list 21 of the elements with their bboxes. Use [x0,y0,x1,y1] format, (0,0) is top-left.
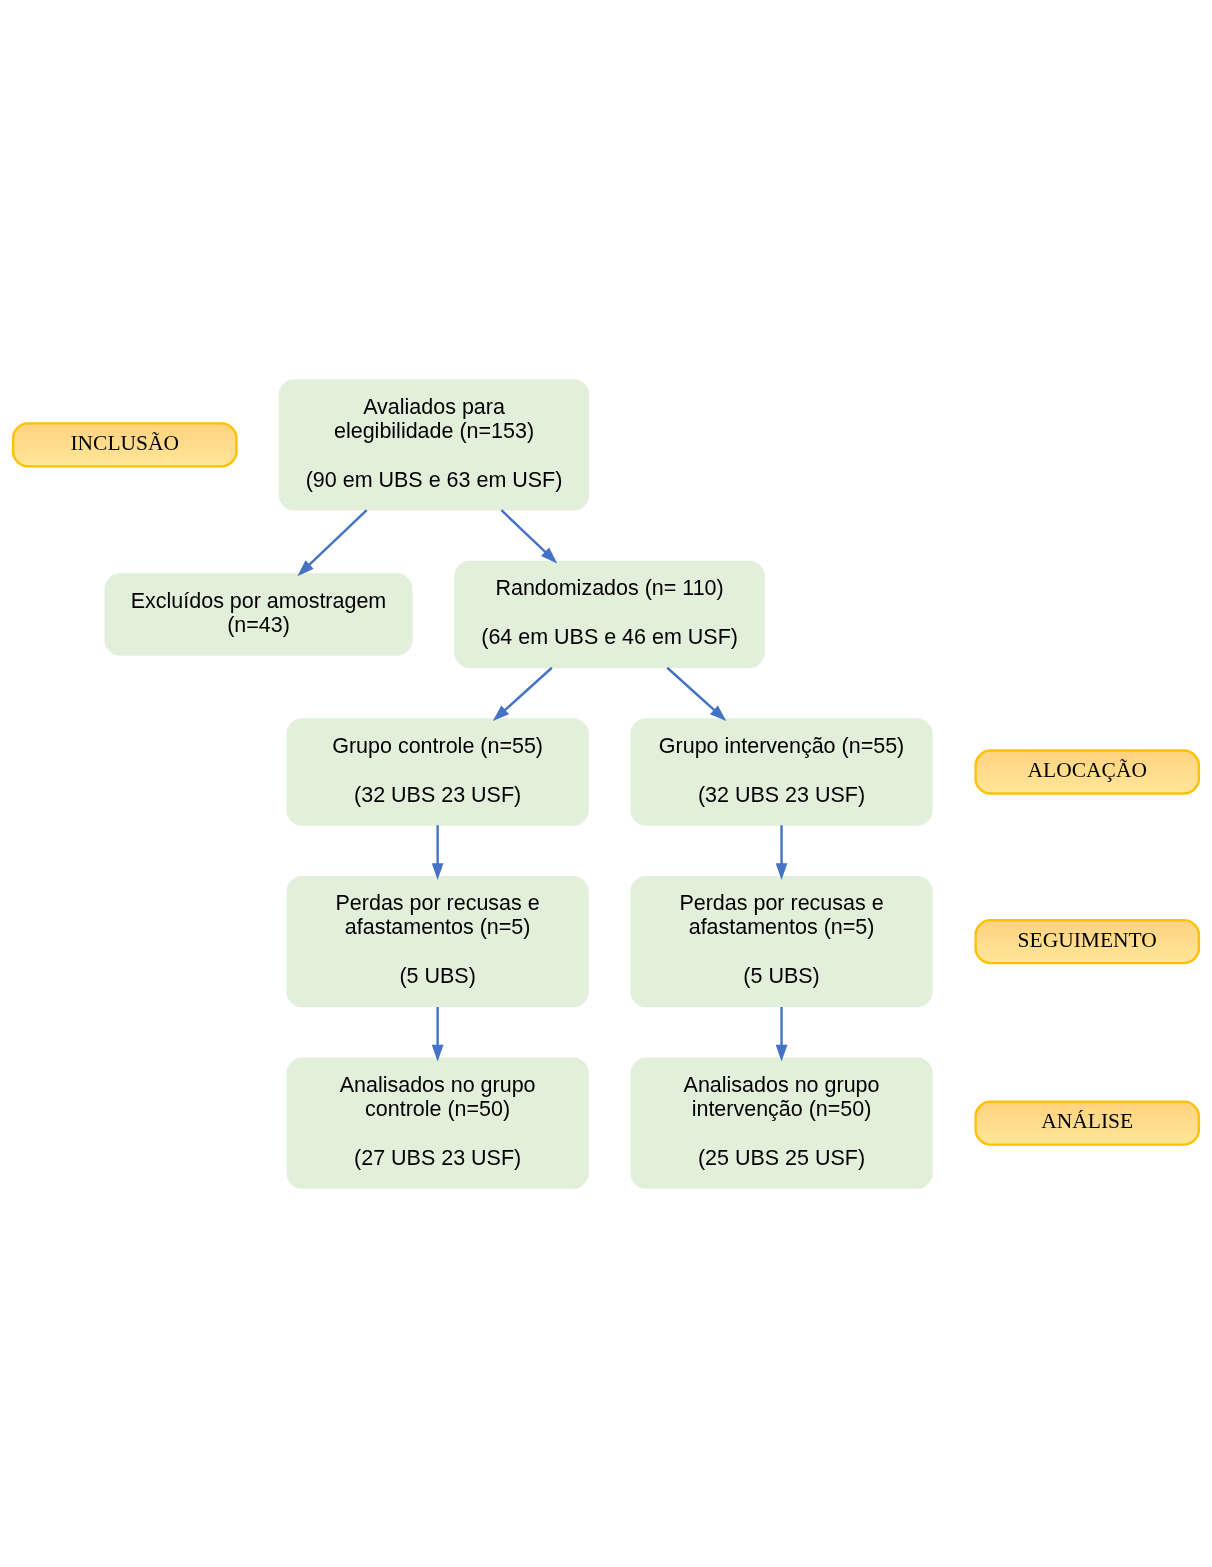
arrow [775,1006,788,1062]
node-box: ANÁLISE [974,1099,1201,1146]
node-box: SEGUIMENTO [974,918,1201,964]
arrow [775,824,788,880]
node-box: Grupo intervenção (n=55) (32 UBS 23 USF) [630,717,933,826]
node-box: Excluídos por amostragem (n=43) [104,572,413,656]
node-box: Analisados no grupo controle (n=50) (27 UBS 23 USF) [286,1056,589,1189]
node-box: ALOCAÇÃO [974,748,1201,795]
node-box: Perdas por recusas e afastamentos (n=5) (5 UBS) [630,875,933,1007]
arrow [500,508,558,563]
node-box: Avaliados para elegibilidade (n=153) (90 em UBS e 63 em USF) [278,378,590,511]
arrow [666,666,727,721]
arrow [431,1006,444,1062]
arrow [431,824,444,880]
node-box: Perdas por recusas e afastamentos (n=5) (5 UBS) [286,875,589,1007]
arrow [297,508,368,576]
node-box: Grupo controle (n=55) (32 UBS 23 USF) [286,717,589,826]
node-box: Analisados no grupo intervenção (n=50) (25 UBS 25 USF) [630,1056,933,1189]
arrow [492,666,553,721]
node-box: INCLUSÃO [11,421,238,468]
node-box: Randomizados (n= 110) (64 em UBS e 46 em USF) [454,560,765,668]
